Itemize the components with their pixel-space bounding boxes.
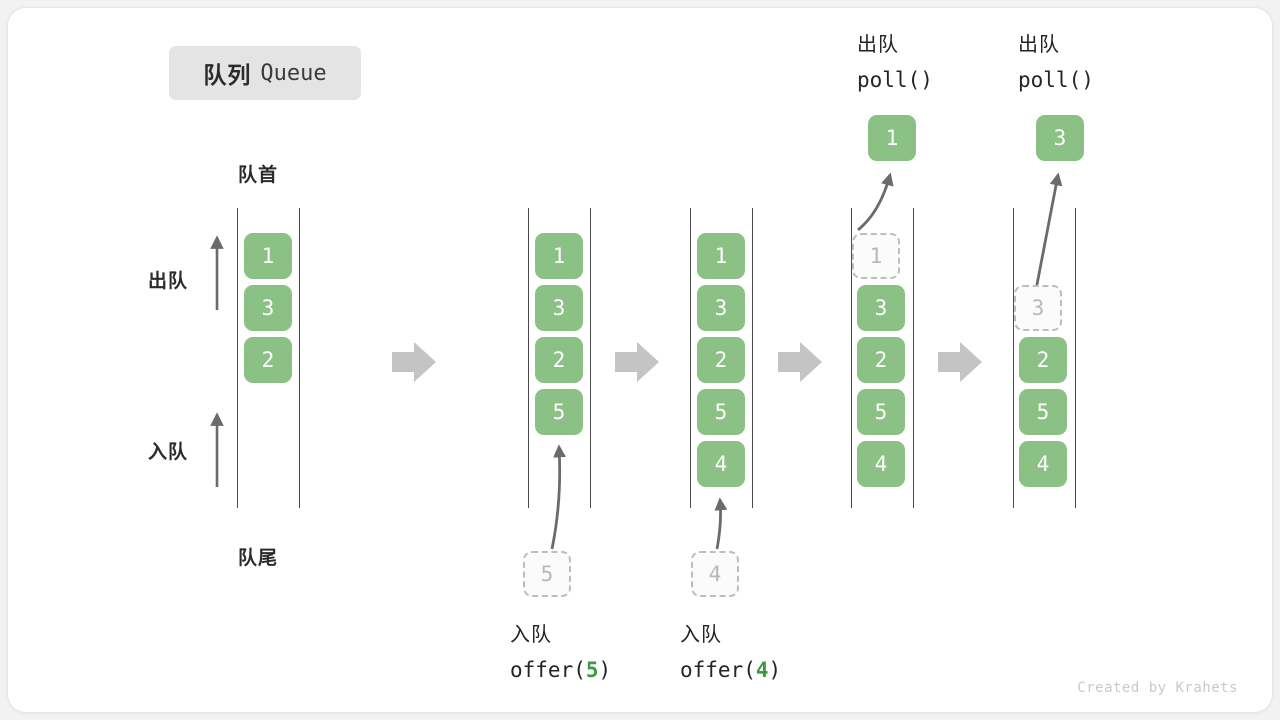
queue-element: 1 [697, 233, 745, 279]
operation-code: poll() [1018, 68, 1094, 92]
queue-element: 2 [697, 337, 745, 383]
label-dequeue-side: 出队 [148, 271, 189, 292]
rail-left-5 [1013, 208, 1014, 508]
operation-code: offer(4) [680, 658, 782, 682]
queue-element: 4 [697, 441, 745, 487]
title-chinese: 队列 [203, 62, 252, 88]
rail-right-3 [752, 208, 753, 508]
operation-label-poll-1: 出队 poll() [857, 28, 933, 98]
rail-right-2 [590, 208, 591, 508]
step-arrow-icon [615, 342, 659, 382]
queue-element: 5 [535, 389, 583, 435]
step-arrow-icon [778, 342, 822, 382]
step-arrow-icon [392, 342, 436, 382]
title-badge: 队列 Queue [169, 46, 361, 100]
label-rear: 队尾 [238, 548, 279, 569]
queue-element: 4 [1019, 441, 1067, 487]
operation-cn: 出队 [1018, 34, 1060, 56]
queue-element: 1 [244, 233, 292, 279]
operation-cn: 入队 [680, 624, 722, 646]
queue-element: 5 [1019, 389, 1067, 435]
rail-right-4 [913, 208, 914, 508]
operation-label-poll-3: 出队 poll() [1018, 28, 1094, 98]
rail-left-3 [690, 208, 691, 508]
queue-element: 3 [857, 285, 905, 331]
queue-element: 3 [535, 285, 583, 331]
rail-left-4 [851, 208, 852, 508]
queue-element: 1 [535, 233, 583, 279]
step-arrow-icon [938, 342, 982, 382]
queue-element: 2 [857, 337, 905, 383]
label-enqueue-side: 入队 [148, 442, 189, 463]
queue-element: 4 [857, 441, 905, 487]
label-front: 队首 [238, 165, 279, 186]
title-english: Queue [260, 60, 327, 86]
queue-element: 5 [697, 389, 745, 435]
operation-label-offer-5: 入队 offer(5) [510, 618, 611, 688]
incoming-ghost-element: 4 [691, 551, 739, 597]
rail-left-1 [237, 208, 238, 508]
popped-element: 3 [1036, 115, 1084, 161]
operation-cn: 出队 [857, 34, 899, 56]
watermark: Created by Krahets [1077, 680, 1238, 696]
rail-right-1 [299, 208, 300, 508]
queue-element: 2 [244, 337, 292, 383]
queue-element: 2 [535, 337, 583, 383]
queue-element: 3 [697, 285, 745, 331]
operation-code: offer(5) [510, 658, 612, 682]
removed-ghost-element: 1 [852, 233, 900, 279]
queue-element: 2 [1019, 337, 1067, 383]
incoming-ghost-element: 5 [523, 551, 571, 597]
operation-cn: 入队 [510, 624, 552, 646]
queue-element: 5 [857, 389, 905, 435]
operation-label-offer-4: 入队 offer(4) [680, 618, 781, 688]
popped-element: 1 [868, 115, 916, 161]
rail-left-2 [528, 208, 529, 508]
operation-code: poll() [857, 68, 933, 92]
queue-element: 3 [244, 285, 292, 331]
removed-ghost-element: 3 [1014, 285, 1062, 331]
rail-right-5 [1075, 208, 1076, 508]
